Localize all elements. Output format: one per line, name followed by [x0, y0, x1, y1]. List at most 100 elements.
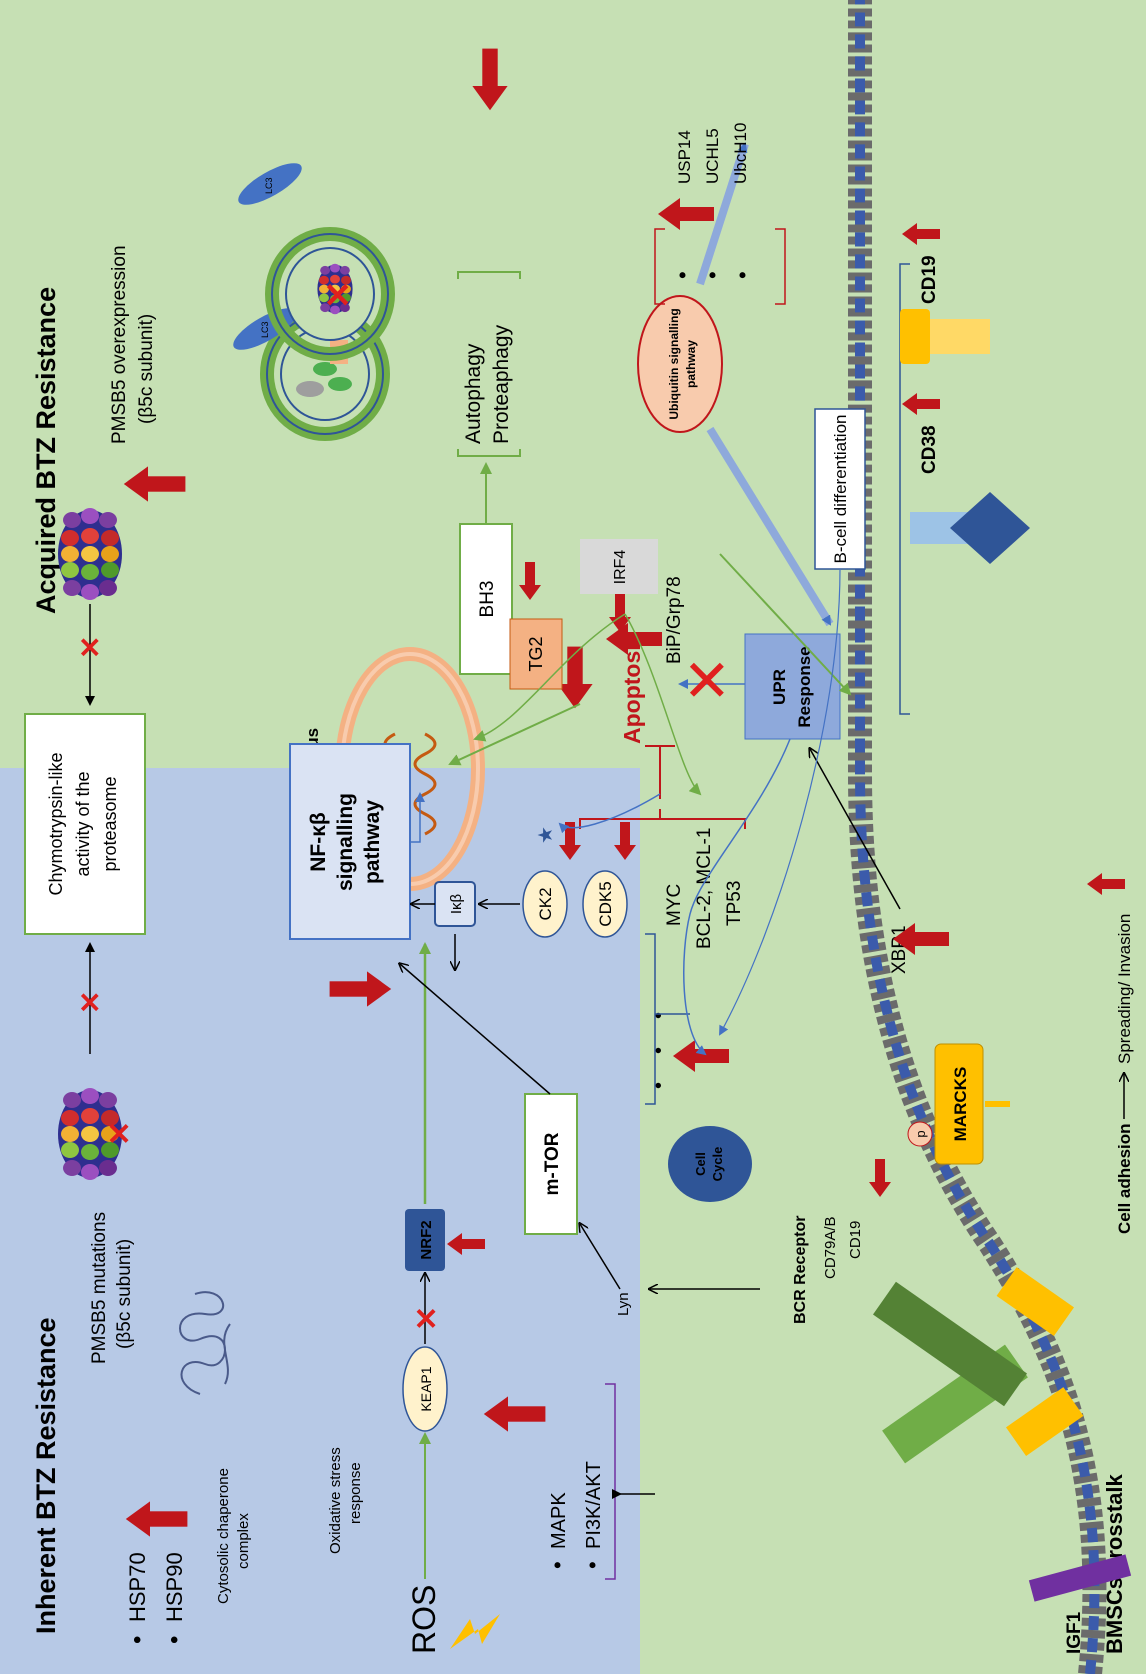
svg-text:p: p: [913, 1130, 928, 1137]
ck2-oval: [522, 870, 568, 938]
myc-label: MYC: [664, 884, 685, 926]
ubiquitin-upr-arrow: [706, 426, 834, 627]
hsp-group: • HSP70 • HSP90 Cytosolic chaperone comp…: [124, 1468, 252, 1644]
svg-text:Cycle: Cycle: [710, 1147, 725, 1182]
svg-text:IRF4: IRF4: [612, 550, 629, 585]
chaperone-label-2: complex: [235, 1513, 252, 1569]
cd38-receptor-head: [950, 492, 1030, 564]
svg-text:signalling: signalling: [334, 793, 357, 891]
ubiquitin-autophagy-arrow: [696, 142, 749, 286]
svg-text:Cell: Cell: [693, 1152, 708, 1176]
irf4-box: [580, 539, 658, 594]
bcl2-label: BCL-2, MCL-1: [694, 828, 715, 949]
svg-text:NRF2: NRF2: [418, 1220, 435, 1259]
svg-text:LC3: LC3: [260, 321, 270, 338]
tp53-label: TP53: [724, 881, 745, 926]
svg-text:B-cell differentiation: B-cell differentiation: [831, 415, 850, 564]
hsp90-label: HSP90: [162, 1552, 187, 1622]
svg-text:LC3: LC3: [264, 177, 274, 194]
ros-label: ROS: [406, 1585, 442, 1654]
pmsb5-mutations-label-1: PMSB5 mutations: [89, 1212, 110, 1364]
ubch10-label: UbcH10: [731, 123, 750, 184]
tg2-box: [509, 618, 563, 690]
svg-text:Ubiquitin signalling: Ubiquitin signalling: [667, 308, 681, 419]
marcks-box: [934, 1043, 984, 1165]
chaperone-icon: [179, 1291, 231, 1395]
svg-text:•: •: [730, 271, 755, 279]
oxidative-label-2: response: [347, 1462, 364, 1524]
autophagy-label: Autophagy: [462, 343, 485, 444]
svg-text:pathway: pathway: [684, 340, 698, 388]
bip-label: BiP/Grp78: [664, 576, 685, 664]
overexpression-block-icon: ✕: [75, 636, 106, 659]
svg-text:m-TOR: m-TOR: [542, 1132, 563, 1195]
svg-text:•: •: [700, 271, 725, 279]
oxidative-label-1: Oxidative stress: [327, 1447, 344, 1554]
svg-text:UPR: UPR: [770, 669, 789, 705]
bcr-receptor-icon: [872, 1267, 1084, 1464]
svg-text:•: •: [161, 1636, 188, 1644]
svg-text:KEAP1: KEAP1: [418, 1366, 434, 1411]
svg-text:NF-κβ: NF-κβ: [307, 812, 330, 872]
pmsb5-over-label-2: (β5c subunit): [136, 314, 157, 424]
hsp70-label: HSP70: [125, 1552, 150, 1622]
keap1-oval: [402, 1346, 448, 1432]
lightning-icon: [450, 1614, 500, 1649]
autophagosome-2: ✕ LC3: [238, 163, 395, 361]
cell-cycle-icon: [668, 1126, 752, 1202]
chymotrypsin-box: [24, 713, 146, 935]
svg-text:TG2: TG2: [526, 636, 546, 671]
mtor-box: [524, 1093, 578, 1235]
acquired-title: Acquired BTZ Resistance: [31, 287, 61, 614]
svg-text:•: •: [670, 271, 695, 279]
svg-text:activity of the: activity of the: [73, 771, 93, 876]
ck2-star-icon: ★: [535, 826, 557, 844]
svg-text:MARCKS: MARCKS: [951, 1067, 970, 1142]
pmsb5-over-label-1: PMSB5 overexpression: [109, 245, 130, 444]
igf1-label: IGF1: [1064, 1611, 1085, 1654]
inherent-title: Inherent BTZ Resistance: [31, 1317, 61, 1634]
svg-text:Response: Response: [795, 646, 814, 727]
upr-box: [744, 633, 841, 740]
mutation-x-icon: ✕: [104, 1121, 137, 1146]
cd19-label: CD19: [919, 255, 940, 304]
lyn-label: Lyn: [615, 1292, 632, 1316]
svg-text:pathway: pathway: [361, 800, 384, 884]
bcr-label: BCR Receptor: [792, 1216, 809, 1324]
uchl5-label: UCHL5: [703, 128, 722, 184]
cd79-label: CD79A/B: [822, 1216, 839, 1279]
svg-text:•: •: [648, 1082, 670, 1089]
svg-text:Chymotrypsin-like: Chymotrypsin-like: [46, 752, 66, 895]
inherent-background: [0, 768, 640, 1674]
spreading-label: Spreading/ Invasion: [1115, 914, 1134, 1064]
svg-text:•: •: [545, 1561, 570, 1569]
svg-text:•: •: [124, 1636, 151, 1644]
svg-text:CK2: CK2: [536, 887, 555, 920]
mapk-label: MAPK: [548, 1492, 570, 1549]
svg-text:•: •: [648, 1012, 670, 1019]
igf1-receptor: [1028, 1554, 1132, 1602]
svg-text:Iκβ: Iκβ: [448, 893, 465, 914]
pi3k-label: PI3K/AKT: [583, 1461, 605, 1549]
upr-apoptosis-block-icon: ✕: [676, 655, 741, 704]
pmsb5-mutations-label-2: (β5c subunit): [114, 1239, 135, 1349]
proteaphagy-label: Proteaphagy: [490, 324, 513, 444]
degraded-proteasome-x: ✕: [320, 281, 358, 310]
cd38-label: CD38: [919, 425, 940, 474]
keap1-block-icon: ✕: [411, 1306, 444, 1331]
cdk5-oval: [582, 870, 628, 938]
ubiquitin-oval: [637, 295, 723, 433]
cd19b-label: CD19: [847, 1221, 864, 1259]
chaperone-label-1: Cytosolic chaperone: [215, 1468, 232, 1604]
mutation-block-icon: ✕: [75, 991, 106, 1014]
svg-text:CDK5: CDK5: [596, 881, 615, 926]
svg-text:•: •: [648, 1047, 670, 1054]
svg-text:BH3: BH3: [477, 581, 498, 618]
svg-text:•: •: [580, 1561, 605, 1569]
adhesion-label: Cell adhesion: [1115, 1123, 1134, 1234]
svg-text:proteasome: proteasome: [100, 776, 120, 871]
phospho-icon: [907, 1121, 933, 1147]
